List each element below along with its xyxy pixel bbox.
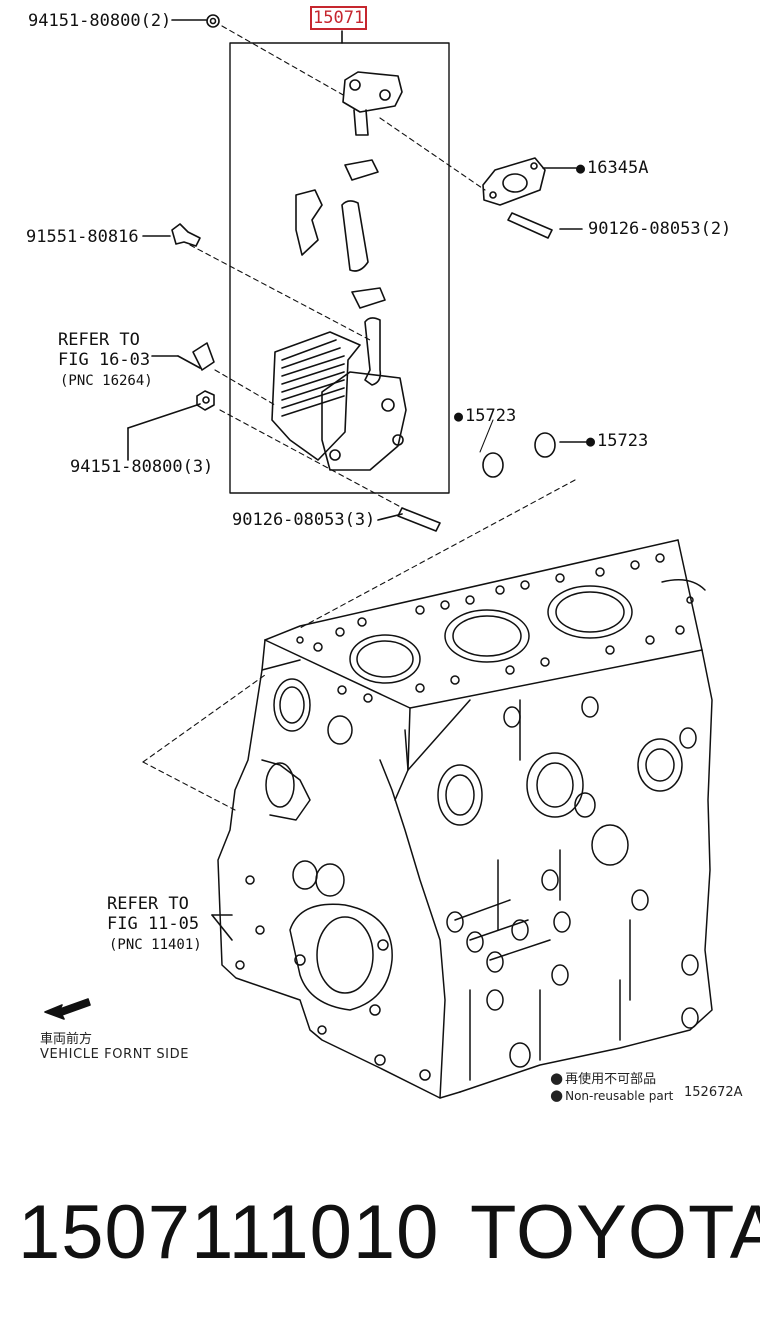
hose (341, 200, 369, 272)
label-refer-a-line1: REFER TO (58, 330, 140, 350)
direction-arrow (44, 998, 91, 1020)
label-nut-top: 94151-80800(2) (28, 11, 172, 31)
nut-icon (206, 14, 220, 28)
label-refer-b-line2[interactable]: FIG 11-05 (107, 914, 200, 934)
label-nut-lower: 94151-80800(3) (70, 457, 214, 477)
label-refer-a-line2[interactable]: FIG 16-03 (58, 350, 151, 370)
engine-block (217, 539, 713, 1099)
assembly-box (229, 42, 450, 494)
brand-name: TOYOTA (470, 1190, 760, 1275)
label-oring-b: 15723 (586, 431, 648, 451)
stud (507, 212, 553, 239)
part-number-title: 1507111010 (18, 1190, 440, 1275)
hose-clamp (351, 287, 386, 309)
o-ring (482, 452, 504, 478)
label-refer-a-pnc: (PNC 16264) (60, 373, 153, 389)
label-stud-lower: 90126-08053(3) (232, 510, 376, 530)
bolt (171, 223, 201, 247)
direction-label-cn: 車両前方 (40, 1032, 93, 1047)
gasket (482, 157, 546, 206)
hose-clamp (344, 159, 379, 181)
label-bolt: 91551-80816 (26, 227, 139, 247)
direction-label-en: VEHICLE FORNT SIDE (40, 1047, 190, 1062)
o-ring (534, 432, 556, 458)
label-refer-b-pnc: (PNC 11401) (109, 937, 202, 953)
label-assembly[interactable]: 15071 (310, 6, 368, 30)
label-stud-right: 90126-08053(2) (588, 219, 732, 239)
assembly-part-number[interactable]: 15071 (310, 6, 368, 30)
oil-cooler (271, 331, 407, 471)
label-oring-a: 15723 (454, 406, 516, 426)
nonreusable-legend-cn: 再使用不可部品 (550, 1068, 656, 1087)
label-refer-b-line1: REFER TO (107, 894, 189, 914)
stud (397, 507, 441, 532)
label-gasket: 16345A (576, 158, 648, 178)
nonreusable-legend-en: Non-reusable part (550, 1086, 673, 1104)
flange-adapter (342, 71, 403, 113)
diagram-code: 152672A (684, 1085, 743, 1100)
